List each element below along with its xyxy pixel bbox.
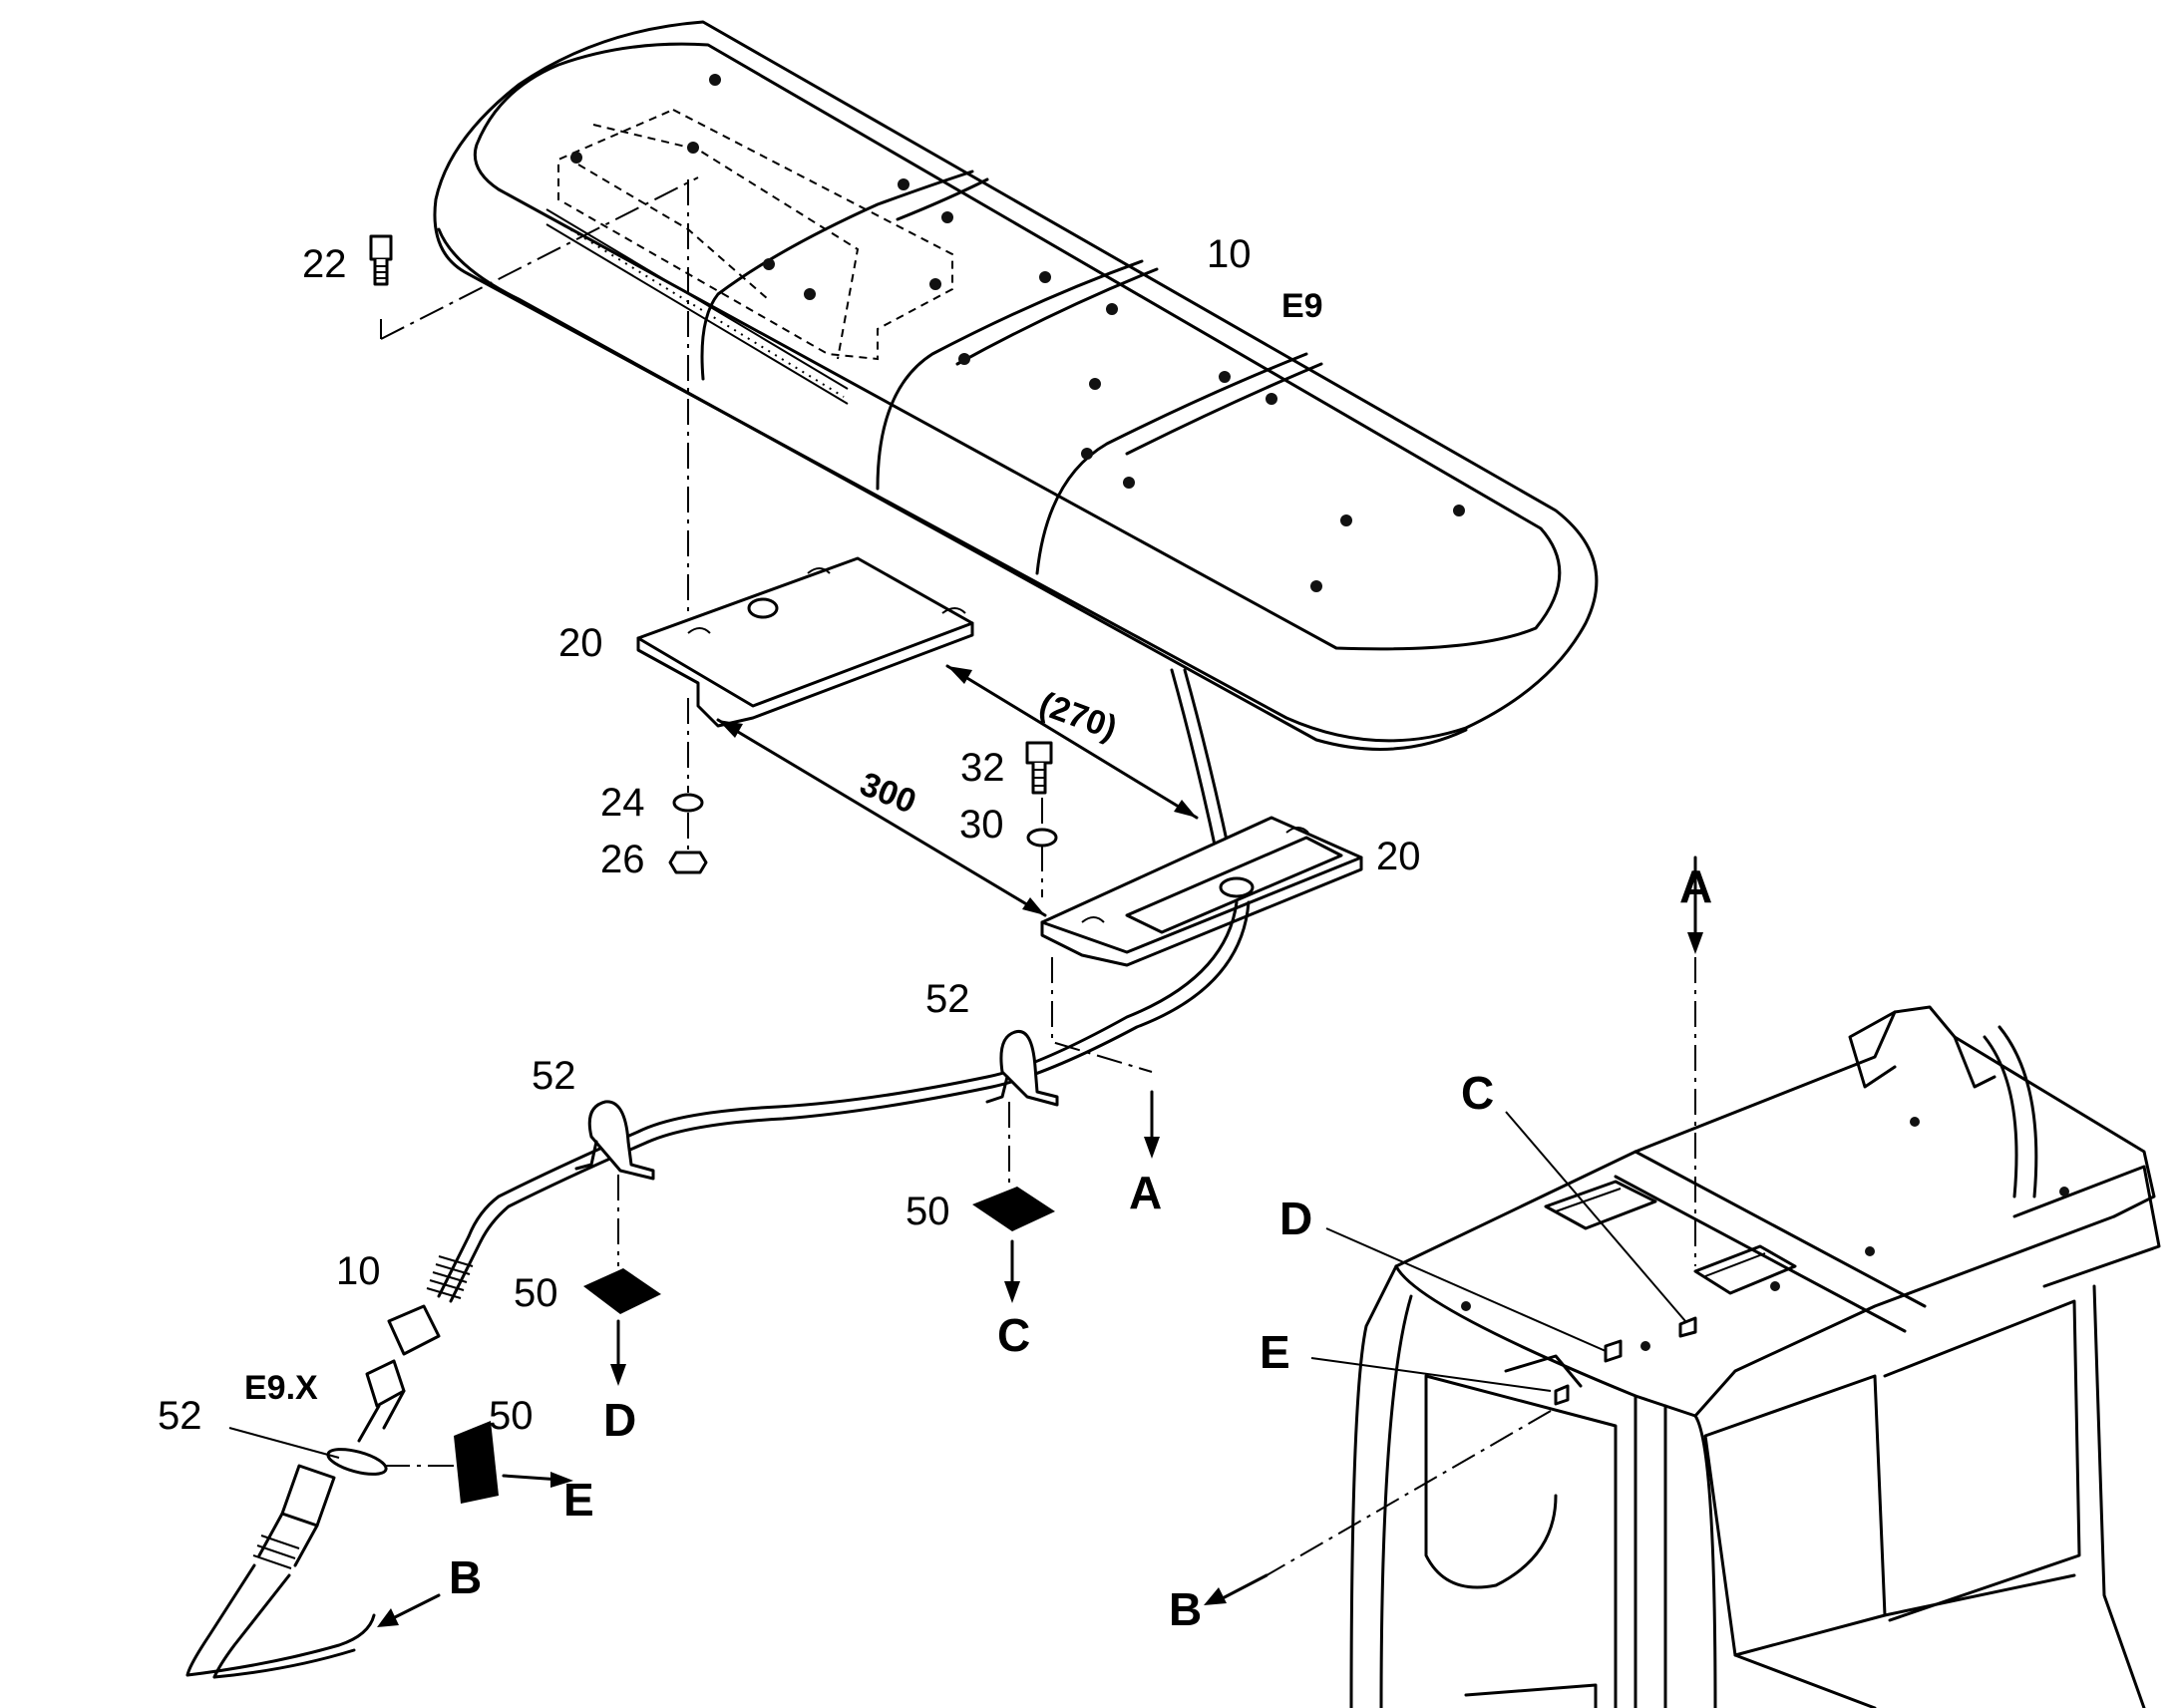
bracket-20-left — [636, 556, 974, 728]
label-clamp-52-lower: 52 — [158, 1394, 202, 1438]
label-dim-270: (270) — [1034, 685, 1122, 748]
label-clamp-52-upper: 52 — [925, 977, 970, 1021]
label-ref-d-cab: D — [1279, 1193, 1312, 1244]
label-ref-b-cab: B — [1169, 1583, 1202, 1635]
dimension-lines — [716, 664, 1199, 917]
pad-50-left — [583, 1268, 661, 1314]
lower-plug — [185, 1464, 376, 1679]
label-lightbar-10: 10 — [1207, 232, 1252, 276]
lightbar-screws — [570, 74, 1465, 592]
washer-30 — [1026, 828, 1058, 848]
label-ref-a-cab: A — [1679, 860, 1712, 912]
pad-50-lower — [454, 1421, 499, 1504]
label-bracket-20-left: 20 — [558, 621, 603, 665]
led-strip — [545, 208, 849, 405]
nut-26 — [668, 851, 708, 874]
bracket-20-right — [1040, 816, 1363, 967]
label-ref-e-pad: E — [563, 1474, 594, 1526]
label-pad-50-mid: 50 — [906, 1190, 950, 1233]
clamp-52-mid — [574, 1100, 655, 1181]
harness-cable — [357, 900, 1251, 1443]
light-bar — [433, 20, 1599, 751]
label-pad-50-left: 50 — [514, 1271, 558, 1315]
label-connector-e9x: E9.X — [244, 1369, 318, 1407]
label-nut-26: 26 — [600, 838, 645, 881]
label-ref-e-cab: E — [1260, 1326, 1290, 1378]
bolt-22 — [369, 176, 699, 340]
pad-50-mid — [972, 1187, 1055, 1231]
label-ref-a-cable: A — [1129, 1167, 1162, 1218]
clamp-52-lower — [228, 1427, 454, 1476]
label-cable-10: 10 — [336, 1249, 381, 1293]
cab-structure — [1349, 1005, 2161, 1708]
label-ref-c-cab: C — [1461, 1067, 1494, 1119]
label-washer-24: 24 — [600, 781, 645, 825]
label-bolt-22: 22 — [302, 242, 347, 286]
cab-leader-lines — [1266, 957, 1696, 1576]
label-ref-d-pad: D — [603, 1394, 636, 1446]
label-ref-b-cable: B — [449, 1551, 482, 1603]
label-ref-c-pad: C — [997, 1309, 1030, 1361]
reference-arrows — [377, 855, 1703, 1627]
label-pad-50-lower: 50 — [489, 1394, 534, 1438]
axis-to-a — [1051, 957, 1153, 1073]
washer-24 — [672, 793, 704, 813]
clamp-52-upper — [985, 1029, 1059, 1107]
label-washer-30: 30 — [959, 803, 1004, 847]
label-dim-300: 300 — [855, 765, 921, 821]
bolt-32 — [1025, 741, 1053, 795]
label-clamp-52-mid: 52 — [532, 1054, 576, 1098]
label-bracket-20-right: 20 — [1376, 835, 1421, 878]
label-bolt-32: 32 — [960, 746, 1005, 790]
label-connector-e9: E9 — [1281, 287, 1323, 325]
